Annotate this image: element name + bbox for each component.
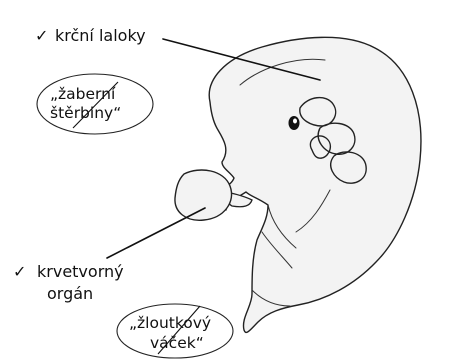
label-blood-forming-line2: orgán [47,284,93,303]
yolk-sac-line1: „žloutkový [129,314,211,332]
embryo-eye-highlight [293,119,297,124]
yolk-sac [175,170,232,220]
gill-slits-line2: štěrbiny“ [50,104,121,122]
leader-line-blood-forming-organ [107,208,205,258]
embryo-illustration [175,37,421,332]
embryo-body [209,37,421,332]
label-branchial-lobes: krční laloky [55,26,146,45]
check-mark-branchial-lobes: ✓ [35,26,48,45]
crossed-out-gill-slits: „žaberní štěrbiny“ [37,74,153,134]
check-mark-blood-forming-organ: ✓ [13,262,26,281]
yolk-sac-line2: váček“ [150,334,204,352]
label-blood-forming-line1: krvetvorný [37,262,124,281]
crossed-out-yolk-sac: „žloutkový váček“ [117,304,233,358]
